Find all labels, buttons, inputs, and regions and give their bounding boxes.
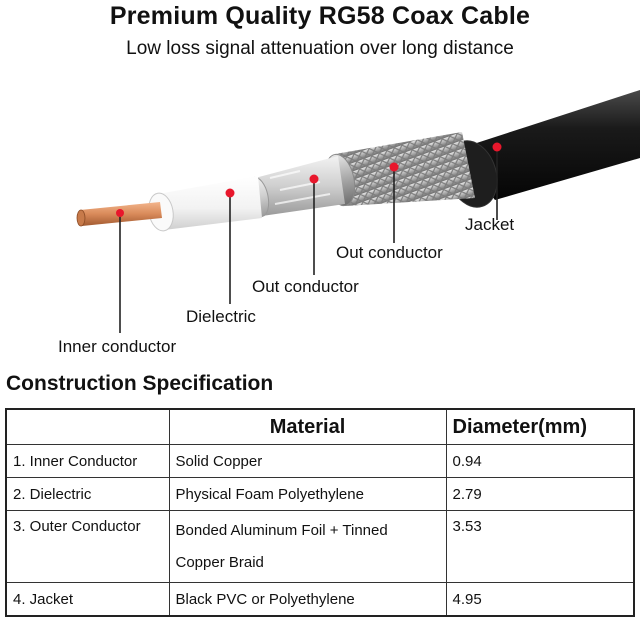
diameter-cell: 3.53 [445, 510, 635, 583]
table-row: 4. Jacket Black PVC or Polyethylene 4.95 [5, 582, 635, 617]
part-cell: 1. Inner Conductor [5, 444, 170, 478]
leader-lines [119, 148, 498, 333]
diameter-cell: 4.95 [445, 582, 635, 617]
inner-conductor-marker [116, 209, 124, 217]
page-subtitle: Low loss signal attenuation over long di… [126, 38, 514, 59]
jacket-marker [492, 142, 502, 152]
label-out-conductor-braid: Out conductor [336, 243, 443, 262]
label-dielectric: Dielectric [186, 307, 256, 326]
material-cell: Black PVC or Polyethylene [168, 582, 447, 617]
header-diameter: Diameter(mm) [445, 408, 635, 445]
page-title: Premium Quality RG58 Coax Cable [109, 2, 531, 30]
header-part [5, 408, 170, 445]
braid-section [324, 132, 475, 207]
dielectric-section [148, 176, 262, 232]
coax-cable-diagram: Jacket Out conductor Out conductor Diele… [58, 90, 640, 356]
part-cell: 2. Dielectric [5, 477, 170, 511]
part-cell: 3. Outer Conductor [5, 510, 170, 583]
label-inner-conductor: Inner conductor [58, 337, 176, 356]
header-material: Material [168, 408, 447, 445]
material-cell: Physical Foam Polyethylene [168, 477, 447, 511]
diameter-cell: 2.79 [445, 477, 635, 511]
material-cell: Bonded Aluminum Foil + Tinned Copper Bra… [168, 510, 447, 583]
table-row: 1. Inner Conductor Solid Copper 0.94 [5, 444, 635, 478]
material-line-1: Bonded Aluminum Foil + Tinned [175, 521, 388, 539]
spec-table: Material Diameter(mm) 1. Inner Conductor… [5, 408, 635, 617]
label-out-conductor-foil: Out conductor [252, 277, 359, 296]
spec-heading: Construction Specification [6, 372, 274, 395]
label-jacket: Jacket [465, 215, 514, 234]
dielectric-marker [225, 188, 235, 198]
spec-header-row: Material Diameter(mm) [5, 408, 635, 445]
material-cell: Solid Copper [168, 444, 447, 478]
braid-marker [389, 162, 399, 172]
table-row: 3. Outer Conductor Bonded Aluminum Foil … [5, 510, 635, 583]
diameter-cell: 0.94 [445, 444, 635, 478]
material-line-2: Copper Braid [175, 553, 264, 571]
table-row: 2. Dielectric Physical Foam Polyethylene… [5, 477, 635, 511]
part-cell: 4. Jacket [5, 582, 170, 617]
foil-marker [309, 174, 319, 184]
